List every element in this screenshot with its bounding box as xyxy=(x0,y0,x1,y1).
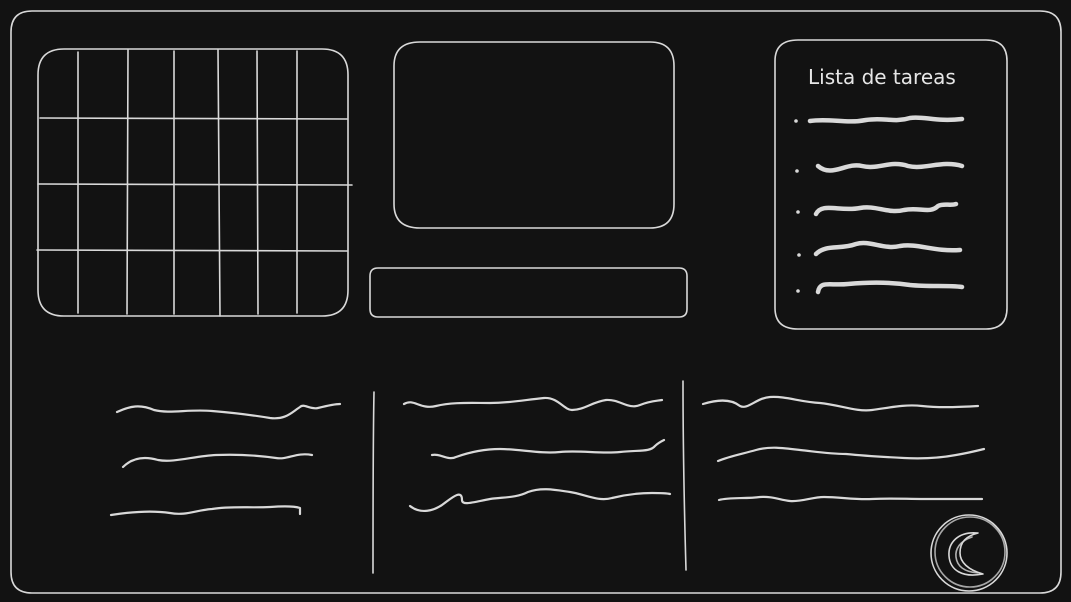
task-list-title: Lista de tareas xyxy=(808,65,956,89)
task-scribble xyxy=(813,201,959,217)
task-list-item[interactable] xyxy=(796,280,965,295)
bullet-icon xyxy=(796,289,800,293)
text-scribble xyxy=(701,395,980,412)
outer-frame xyxy=(10,10,1062,594)
calendar-grid[interactable] xyxy=(36,48,353,317)
text-scribble xyxy=(121,453,314,469)
text-scribble xyxy=(408,488,672,512)
calendar-frame xyxy=(37,48,349,317)
moon-icon-inner xyxy=(955,536,979,574)
bullet-icon xyxy=(796,210,800,214)
input-bar[interactable] xyxy=(369,267,688,318)
task-list-panel: Lista de tareas xyxy=(774,39,1008,330)
task-scribble xyxy=(815,280,965,295)
task-list-item[interactable] xyxy=(797,240,963,257)
content-panel[interactable] xyxy=(393,41,675,229)
text-column-right xyxy=(701,395,986,503)
bullet-icon xyxy=(795,169,799,173)
task-list-frame xyxy=(774,39,1008,330)
column-divider xyxy=(682,380,687,571)
text-scribble xyxy=(402,396,664,412)
text-scribble xyxy=(717,495,984,503)
text-scribble xyxy=(109,505,302,517)
moon-icon xyxy=(948,532,984,576)
bullet-icon xyxy=(797,253,801,257)
toggle-circle-inner xyxy=(934,516,1006,588)
toggle-circle xyxy=(930,514,1008,592)
calendar-vertical-lines xyxy=(77,49,298,317)
task-list-item[interactable] xyxy=(796,201,959,217)
text-scribble xyxy=(430,438,666,460)
bullet-icon xyxy=(794,119,798,123)
text-scribble xyxy=(115,402,342,420)
column-divider xyxy=(372,391,375,574)
text-scribble xyxy=(716,446,986,463)
task-scribble xyxy=(807,115,965,124)
task-list-item[interactable] xyxy=(795,161,965,173)
theme-toggle-button[interactable] xyxy=(930,514,1008,592)
text-column-middle xyxy=(402,396,672,512)
task-scribble xyxy=(813,240,963,257)
task-list-item[interactable] xyxy=(794,115,965,124)
task-scribble xyxy=(815,161,965,173)
calendar-horizontal-lines xyxy=(36,117,353,252)
text-column-left xyxy=(109,402,342,517)
